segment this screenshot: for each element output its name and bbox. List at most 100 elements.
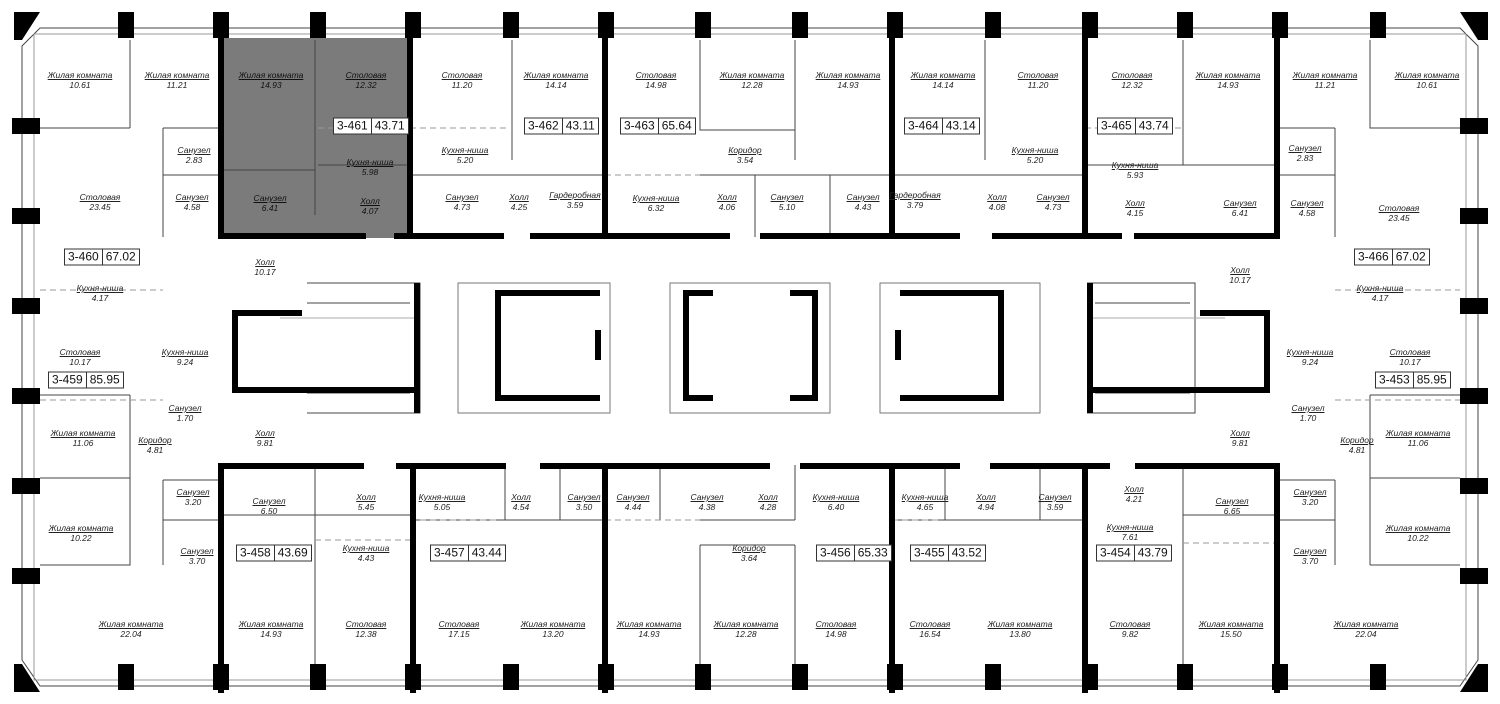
room-area: 3.59: [1046, 502, 1064, 512]
room-name: Жилая комната: [713, 619, 779, 629]
room-name: Санузел: [253, 193, 287, 203]
room-area: 4.15: [1126, 208, 1144, 218]
room-name: Кухня-ниша: [418, 492, 466, 502]
apartment-number: 3-453: [1376, 372, 1414, 388]
room-area: 10.17: [1229, 275, 1251, 285]
room-area: 4.81: [146, 445, 164, 455]
room-name: Холл: [1230, 265, 1250, 275]
room-name: Столовая: [345, 70, 387, 80]
room-name: Холл: [976, 492, 996, 502]
apartment-number: 3-463: [621, 118, 659, 134]
room-name: Холл: [758, 492, 778, 502]
room-area: 4.43: [854, 202, 872, 212]
room-name: Гардеробная: [889, 190, 941, 200]
room-area: 11.20: [451, 80, 473, 90]
room-area: 6.40: [827, 502, 845, 512]
room-area: 3.70: [188, 556, 206, 566]
room-name: Кухня-ниша: [161, 347, 209, 357]
room-area: 14.98: [825, 629, 847, 639]
room-name: Санузел: [1290, 198, 1324, 208]
room-area: 10.61: [1416, 80, 1438, 90]
room-name: Санузел: [175, 192, 209, 202]
room-name: Коридор: [1340, 435, 1374, 445]
room-name: Жилая комната: [523, 70, 589, 80]
room-area: 4.06: [718, 202, 736, 212]
room-name: Коридор: [138, 435, 172, 445]
room-name: Кухня-ниша: [632, 193, 680, 203]
room-area: 16.54: [919, 629, 941, 639]
room-area: 11.20: [1027, 80, 1049, 90]
room-area: 4.21: [1125, 494, 1143, 504]
apartment-area: 65.33: [857, 545, 888, 560]
room-area: 10.61: [69, 80, 91, 90]
room-name: Столовая: [1389, 347, 1431, 357]
room-name: Кухня-ниша: [1286, 347, 1334, 357]
room-name: Холл: [1125, 198, 1145, 208]
room-name: Столовая: [635, 70, 677, 80]
room-area: 6.41: [261, 203, 279, 213]
room-area: 14.93: [1217, 80, 1239, 90]
room-area: 5.20: [456, 155, 474, 165]
room-name: Жилая комната: [1333, 619, 1399, 629]
room-area: 4.73: [1044, 202, 1062, 212]
room-name: Санузел: [180, 546, 214, 556]
room-area: 22.04: [1355, 629, 1377, 639]
apartment-number: 3-461: [334, 118, 372, 134]
room-area: 10.22: [70, 533, 92, 543]
room-name: Жилая комната: [1292, 70, 1358, 80]
room-area: 3.20: [1301, 497, 1319, 507]
room-area: 5.98: [361, 167, 379, 177]
room-area: 4.08: [988, 202, 1006, 212]
room-area: 14.14: [932, 80, 954, 90]
room-area: 11.21: [1314, 80, 1336, 90]
room-name: Холл: [356, 492, 376, 502]
